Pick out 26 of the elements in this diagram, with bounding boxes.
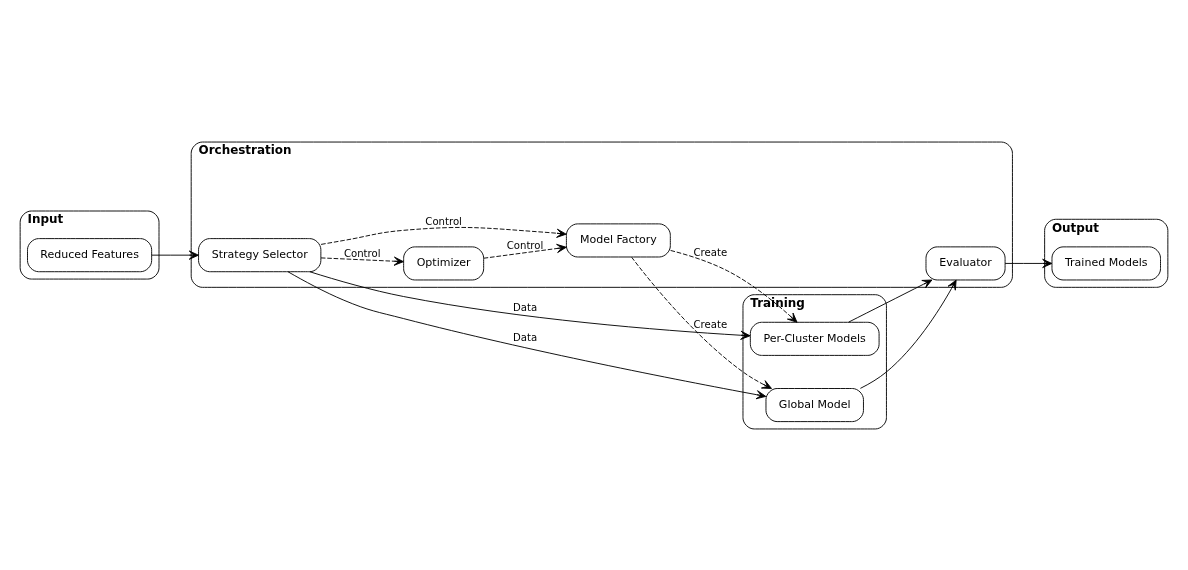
node-box: Optimizer [403,245,485,280]
edge-label: Data [512,331,538,343]
arrow [848,279,933,323]
arrow [631,256,772,389]
node-box: Model Factory [565,222,671,257]
edge-label: Control [343,247,381,259]
arrow [1004,258,1053,268]
arrow [151,250,199,260]
edge-label: Control [506,239,544,251]
node-box: Per-Cluster Models [749,321,880,356]
arrow [320,226,567,245]
arrow [670,249,798,323]
arrow [859,279,957,389]
node-box: Trained Models [1051,245,1161,280]
arrow [320,256,404,266]
arrow [483,243,567,259]
edge-label: Create [693,318,728,330]
node-box: Global Model [765,387,864,422]
arrow [309,270,751,340]
edge-label: Data [512,301,538,313]
node-box: Reduced Features [27,237,153,272]
node-box: Evaluator [925,245,1006,280]
edge-label: Create [693,246,728,258]
node-box: Strategy Selector [198,237,322,272]
arrow [287,270,767,399]
edge-label: Control [425,215,462,227]
